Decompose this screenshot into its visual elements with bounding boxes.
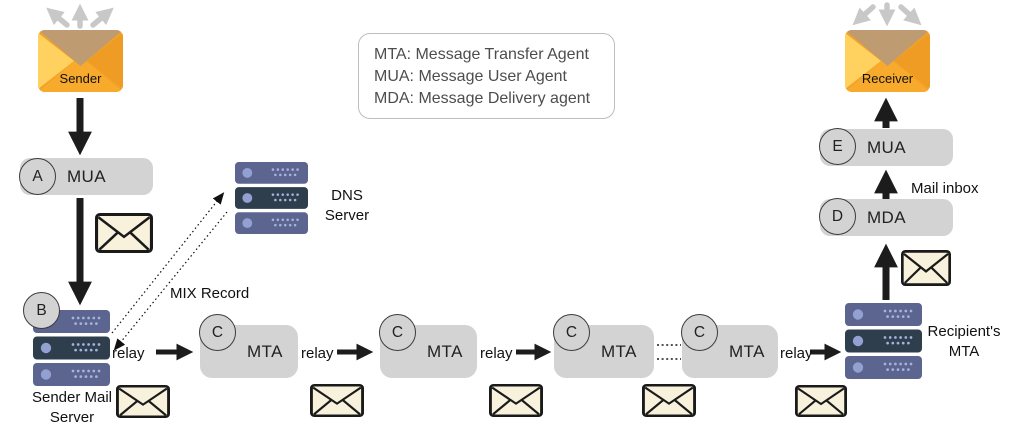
recipients-mta-server-icon: [845, 303, 922, 379]
message-icon-2: [116, 385, 170, 418]
badge-c4: C: [681, 314, 718, 351]
badge-a: A: [19, 158, 56, 195]
relay-label-2: relay: [301, 345, 334, 362]
receiver-envelope-icon: Receiver: [845, 30, 930, 92]
badge-c1: C: [199, 314, 236, 351]
flow-arrows: [68, 97, 898, 306]
badge-b: B: [23, 292, 60, 329]
mta-3-label: MTA: [601, 341, 637, 361]
relay-label-3: relay: [480, 345, 513, 362]
sender-label: Sender: [59, 71, 102, 86]
badge-c3: C: [553, 314, 590, 351]
mta-1-label: MTA: [247, 341, 283, 361]
badge-c2: C: [379, 314, 416, 351]
message-icon-7: [901, 250, 951, 286]
badge-e: E: [819, 128, 856, 165]
legend-box: MTA: Message Transfer Agent MUA: Message…: [358, 33, 615, 119]
mix-record-label: MIX Record: [170, 285, 250, 302]
mail-inbox-label: Mail inbox: [911, 180, 979, 197]
message-icon-3: [310, 384, 364, 417]
sender-envelope-icon: Sender: [38, 30, 123, 92]
dns-server-icon: [235, 162, 308, 234]
message-icon-4: [489, 384, 543, 417]
message-icon-1: [95, 213, 153, 253]
relay-label-4: relay: [780, 345, 813, 362]
open-envelope-icon: [38, 30, 123, 92]
open-envelope-icon: [845, 30, 930, 92]
relay-label-1: relay: [112, 345, 145, 362]
receiver-spread-arrows-icon: [852, 2, 922, 27]
mua-e-label: MUA: [867, 137, 906, 157]
sender-mail-server-label: Sender Mail Server: [31, 389, 113, 426]
recipients-mta-label: Recipient's MTA: [927, 323, 1001, 360]
message-icon-6: [795, 385, 847, 417]
mda-label: MDA: [867, 207, 906, 227]
mta-2-label: MTA: [427, 341, 463, 361]
receiver-label: Receiver: [861, 71, 914, 86]
message-icon-5: [642, 384, 696, 417]
mta-4-label: MTA: [729, 341, 765, 361]
legend-line-mua: MUA: Message User Agent: [374, 68, 567, 85]
legend-line-mda: MDA: Message Delivery agent: [374, 90, 591, 107]
legend-line-mta: MTA: Message Transfer Agent: [374, 46, 589, 63]
mta-chain-continuation-dots: [657, 344, 681, 360]
mta-box-2: MTA: [380, 325, 477, 378]
sender-spread-arrows-icon: [46, 3, 114, 29]
mua-a-label: MUA: [67, 166, 106, 186]
badge-d: D: [819, 198, 856, 235]
dns-server-label: DNS Server: [324, 187, 370, 224]
